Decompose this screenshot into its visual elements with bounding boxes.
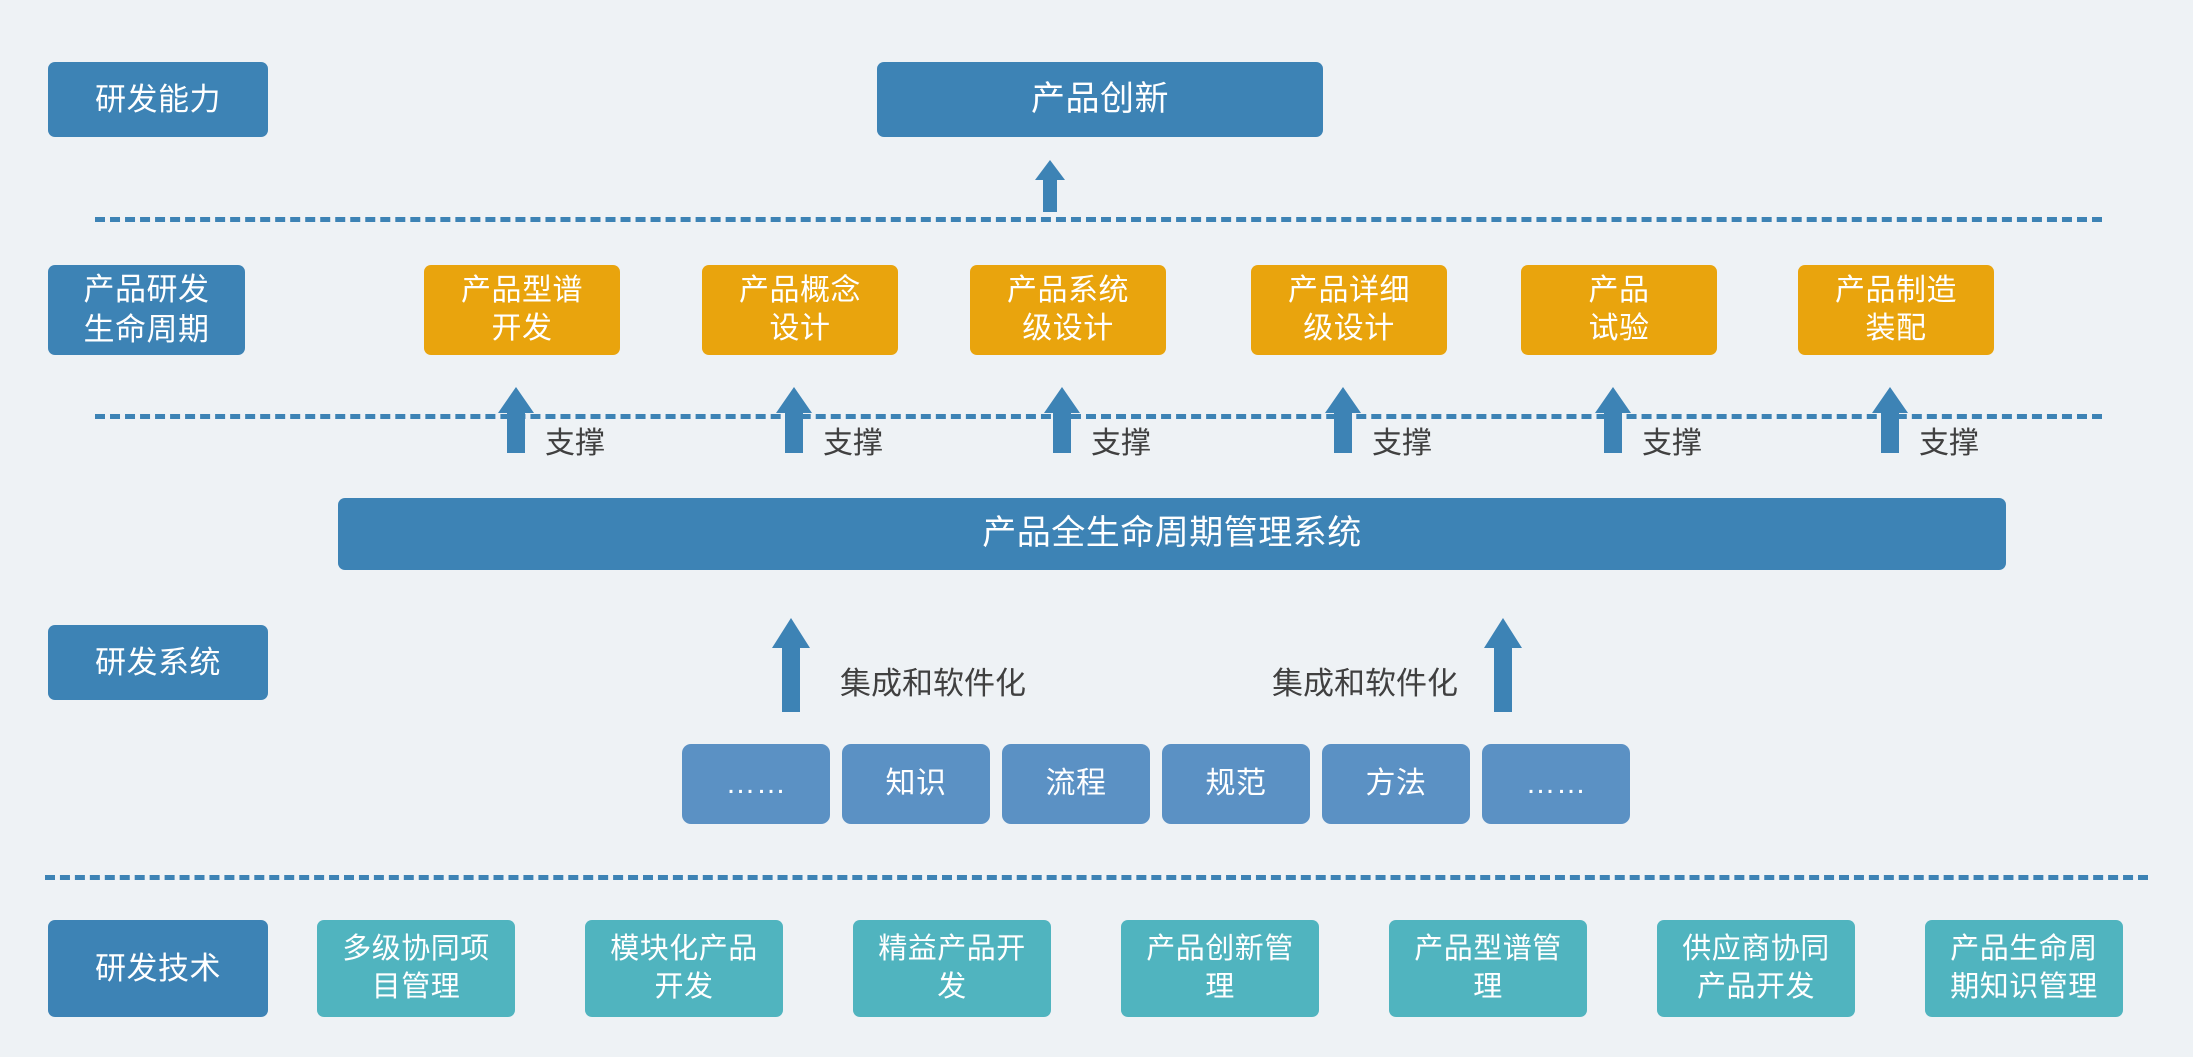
support-arrow-5 xyxy=(1593,387,1633,453)
integration-arrow-left xyxy=(770,618,812,712)
divider-lifecycle-system xyxy=(95,414,2102,419)
integration-arrow-right xyxy=(1482,618,1524,712)
asset-box-process[interactable]: 流程 xyxy=(1002,744,1150,824)
technology-box-7[interactable]: 产品生命周 期知识管理 xyxy=(1925,920,2123,1017)
support-label-5: 支撑 xyxy=(1642,427,1702,460)
lifecycle-stage-2[interactable]: 产品概念 设计 xyxy=(702,265,898,355)
lifecycle-stage-3[interactable]: 产品系统 级设计 xyxy=(970,265,1166,355)
asset-box-1[interactable]: …… xyxy=(682,744,830,824)
plm-system-bar[interactable]: 产品全生命周期管理系统 xyxy=(338,498,2006,570)
row-label-capability: 研发能力 xyxy=(48,62,268,137)
support-label-1: 支撑 xyxy=(545,427,605,460)
divider-capability-lifecycle xyxy=(95,217,2102,222)
lifecycle-stage-6[interactable]: 产品制造 装配 xyxy=(1798,265,1994,355)
technology-box-4[interactable]: 产品创新管 理 xyxy=(1121,920,1319,1017)
arrow-up-to-product-innovation xyxy=(1032,160,1068,212)
support-arrow-3 xyxy=(1042,387,1082,453)
divider-system-technology xyxy=(45,875,2148,880)
support-arrow-4 xyxy=(1323,387,1363,453)
asset-box-6[interactable]: …… xyxy=(1482,744,1630,824)
lifecycle-stage-5[interactable]: 产品 试验 xyxy=(1521,265,1717,355)
integration-label-right: 集成和软件化 xyxy=(1272,666,1458,701)
lifecycle-stage-4[interactable]: 产品详细 级设计 xyxy=(1251,265,1447,355)
support-label-4: 支撑 xyxy=(1372,427,1432,460)
row-label-system: 研发系统 xyxy=(48,625,268,700)
asset-box-method[interactable]: 方法 xyxy=(1322,744,1470,824)
technology-box-3[interactable]: 精益产品开 发 xyxy=(853,920,1051,1017)
technology-box-6[interactable]: 供应商协同 产品开发 xyxy=(1657,920,1855,1017)
asset-box-standard[interactable]: 规范 xyxy=(1162,744,1310,824)
product-innovation-box[interactable]: 产品创新 xyxy=(877,62,1323,137)
technology-box-2[interactable]: 模块化产品 开发 xyxy=(585,920,783,1017)
support-arrow-1 xyxy=(496,387,536,453)
lifecycle-stage-1[interactable]: 产品型谱 开发 xyxy=(424,265,620,355)
support-label-2: 支撑 xyxy=(823,427,883,460)
row-label-lifecycle: 产品研发 生命周期 xyxy=(48,265,245,355)
technology-box-1[interactable]: 多级协同项 目管理 xyxy=(317,920,515,1017)
support-label-3: 支撑 xyxy=(1091,427,1151,460)
integration-label-left: 集成和软件化 xyxy=(840,666,1026,701)
technology-box-5[interactable]: 产品型谱管 理 xyxy=(1389,920,1587,1017)
row-label-technology: 研发技术 xyxy=(48,920,268,1017)
support-label-6: 支撑 xyxy=(1919,427,1979,460)
support-arrow-6 xyxy=(1870,387,1910,453)
asset-box-knowledge[interactable]: 知识 xyxy=(842,744,990,824)
support-arrow-2 xyxy=(774,387,814,453)
